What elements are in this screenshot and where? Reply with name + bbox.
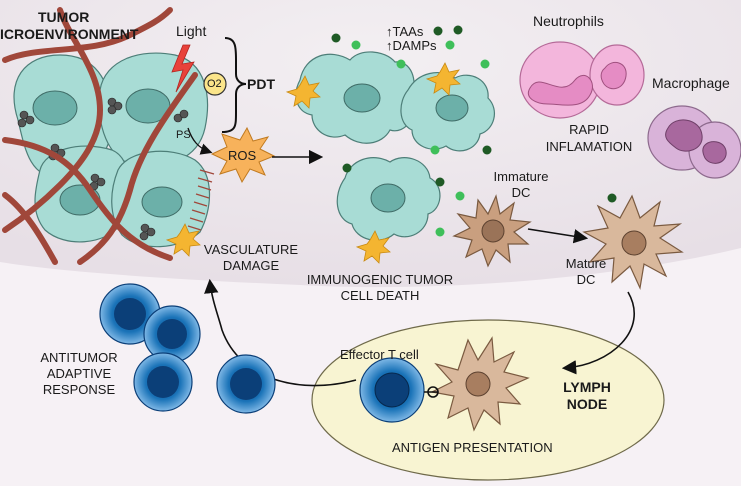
blood-vessels <box>2 7 198 265</box>
response-label: RESPONSE <box>42 382 116 397</box>
mature-dc-label: DC <box>576 272 596 287</box>
immature-dendritic-cell <box>452 194 532 268</box>
icd-label: IMMUNOGENIC TUMOR <box>306 272 454 287</box>
inflammation-label: INFLAMATION <box>545 139 633 154</box>
node-label: NODE <box>566 396 608 412</box>
dc-nucleus <box>481 219 505 243</box>
effector-t-cell <box>359 357 425 423</box>
neutrophils <box>519 41 645 119</box>
rapid-label: RAPID <box>569 122 609 137</box>
immature-label: Immature <box>493 169 549 184</box>
pdt-brace <box>221 37 247 133</box>
t-cell <box>133 352 193 412</box>
damaged-vessel-fragments <box>187 169 215 231</box>
taas-label: ↑TAAs <box>386 24 424 39</box>
dc-to-lymph-node-arrow <box>561 291 635 375</box>
title-line1: TUMOR <box>38 9 90 25</box>
t-cell <box>143 305 201 363</box>
antigen-presenting-dc <box>430 336 530 432</box>
dying-cell-nuclei <box>343 83 469 213</box>
cell-death-label: CELL DEATH <box>340 288 420 303</box>
damage-label: DAMAGE <box>222 258 280 273</box>
damps-label: ↑DAMPs <box>386 38 437 53</box>
ros-starburst-icon <box>210 126 276 184</box>
effector-t-cell-label: Effector T cell <box>340 347 419 362</box>
explosion-star-icon <box>425 62 461 96</box>
immature-dc-label: DC <box>511 185 531 200</box>
light-lightning-icon <box>171 44 195 93</box>
macrophages <box>647 105 741 179</box>
ps-label: PS <box>176 129 191 141</box>
dc-maturation-arrow <box>527 228 589 244</box>
antitumor-t-cells <box>99 283 276 414</box>
dc-nucleus <box>621 230 647 256</box>
pdt-label: PDT <box>247 76 275 92</box>
o2-label: O2 <box>207 78 222 90</box>
adaptive-label: ADAPTIVE <box>46 366 112 381</box>
title-line2: ICROENVIRONMENT <box>0 26 139 42</box>
mature-label: Mature <box>565 256 607 271</box>
antitumor-label: ANTITUMOR <box>40 350 118 365</box>
macrophage-label: Macrophage <box>652 75 730 91</box>
dc-nucleus <box>465 371 491 397</box>
nucleus <box>141 186 183 218</box>
cell-death-stars <box>165 62 461 264</box>
photosensitizer-granules <box>17 97 189 241</box>
neutrophils-label: Neutrophils <box>533 13 604 29</box>
explosion-star-icon <box>285 75 321 109</box>
nucleus <box>32 90 78 126</box>
explosion-star-icon <box>355 230 391 264</box>
t-cell-to-tumor-arrow <box>204 278 357 387</box>
vasculature-label: VASCULATURE <box>203 242 299 257</box>
t-cell <box>216 354 276 414</box>
oxygen-bubble <box>203 72 227 96</box>
light-label: Light <box>176 23 207 39</box>
explosion-star-icon <box>165 223 201 257</box>
ros-label: ROS <box>228 148 257 163</box>
mature-dendritic-cell <box>582 194 684 291</box>
lymph-label: LYMPH <box>563 379 611 395</box>
ps-to-ros-arrow <box>187 127 213 155</box>
antigen-presentation-label: ANTIGEN PRESENTATION <box>392 440 553 455</box>
